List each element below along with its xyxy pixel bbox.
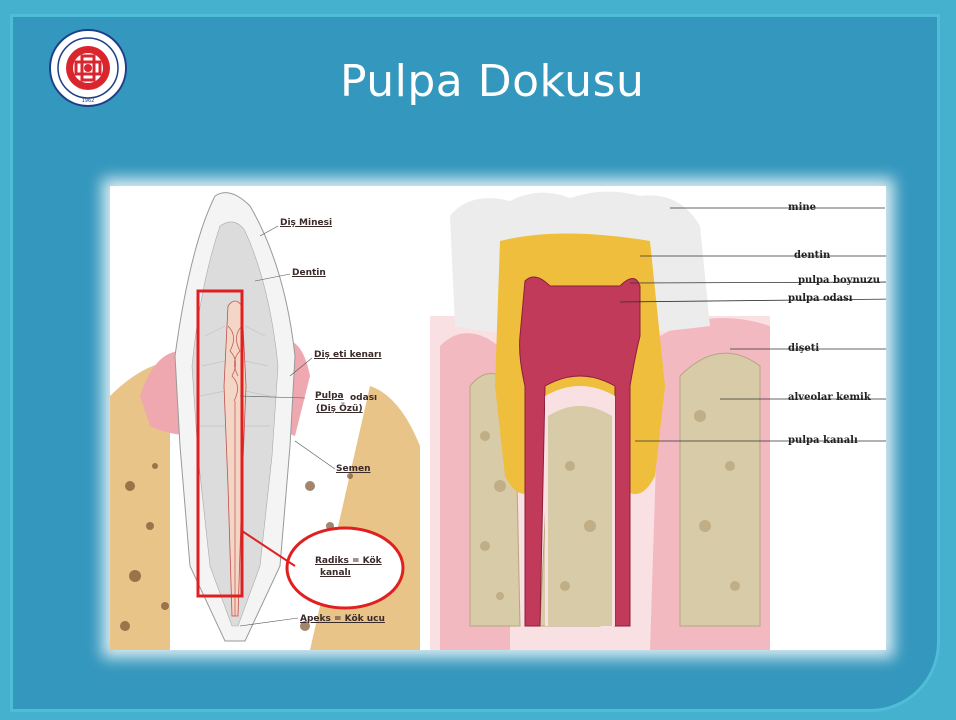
label-alveolar-kemik: alveolar kemik xyxy=(788,392,871,403)
label-diseti: dişeti xyxy=(788,343,819,354)
label-pulpa-kanali: pulpa kanalı xyxy=(788,435,858,446)
label-radiks: Radiks = Kök xyxy=(315,556,382,566)
university-seal-icon: 1962 xyxy=(48,28,128,108)
label-odasi-left: odası xyxy=(350,393,377,403)
label-dis-minesi: Diş Minesi xyxy=(280,218,332,228)
label-semen: Semen xyxy=(336,464,370,474)
label-dentin-right: dentin xyxy=(794,250,830,261)
label-mine: mine xyxy=(788,202,816,213)
label-dentin-left: Dentin xyxy=(292,268,326,278)
label-dis-eti-kenari: Diş eti kenarı xyxy=(314,350,382,360)
label-pulpa-boynuzu: pulpa boynuzu xyxy=(798,275,880,286)
slide-title: Pulpa Dokusu xyxy=(340,56,644,107)
label-dis-ozu: (Diş Özü) xyxy=(316,404,363,414)
tooth-cross-section-diagram xyxy=(110,186,430,650)
label-apeks: Apeks = Kök ucu xyxy=(300,614,385,624)
label-pulpa-odasi: pulpa odası xyxy=(788,293,853,304)
image-container: Diş Minesi Dentin Diş eti kenarı Pulpa o… xyxy=(110,186,886,650)
label-kanali: kanalı xyxy=(320,568,351,578)
logo-year: 1962 xyxy=(82,98,95,104)
label-pulpa-left: Pulpa xyxy=(315,391,344,401)
